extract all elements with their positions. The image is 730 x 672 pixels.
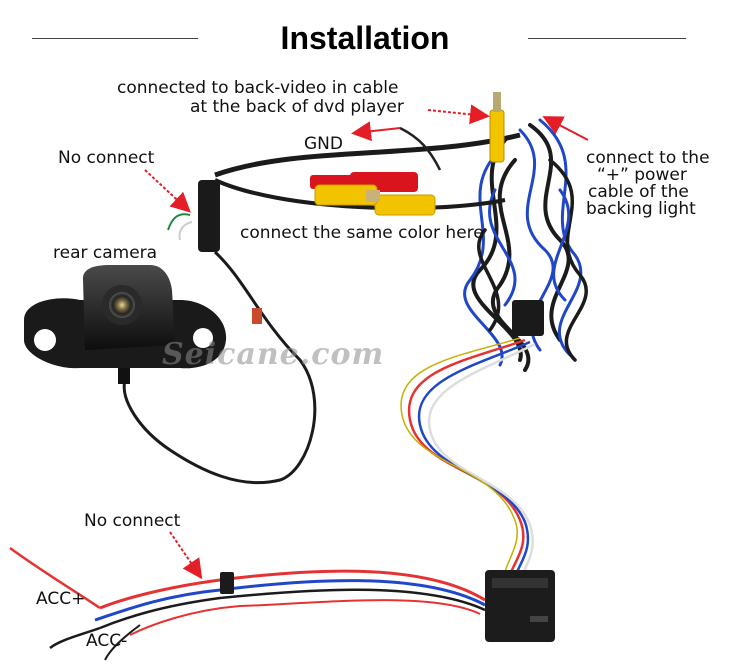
label-power-line2: “+” power — [597, 165, 687, 185]
annotation-arrows — [144, 104, 589, 580]
acc-fuse-holder — [220, 572, 234, 594]
label-acc-minus: ACC- — [86, 631, 128, 651]
mount-hole-left — [34, 329, 56, 351]
camera-cable-sleeve — [252, 308, 262, 324]
rca-pair — [310, 172, 436, 216]
control-wire-bundle — [400, 337, 536, 576]
arrow-gnd — [351, 121, 401, 142]
main-harness-cable — [214, 132, 521, 178]
rca-tip-vertical — [493, 92, 501, 112]
label-power-line3: cable of the — [588, 182, 689, 202]
control-box — [485, 570, 555, 642]
arrow-no-connect-top — [144, 169, 191, 213]
label-gnd: GND — [304, 134, 343, 154]
harness-cable-lower — [214, 178, 506, 211]
camera-lens — [109, 292, 135, 318]
label-same-color: connect the same color here — [240, 223, 484, 243]
plug-metal-joint — [366, 190, 380, 202]
label-rear-camera: rear camera — [53, 243, 158, 263]
page-title: Installation — [280, 20, 450, 56]
green-no-connect-wire — [167, 213, 191, 231]
rear-camera — [24, 265, 227, 384]
arrow-no-connect-bottom — [169, 531, 203, 580]
coiled-cable — [463, 118, 588, 372]
camera-stem — [118, 368, 130, 384]
label-acc-plus: ACC+ — [36, 589, 86, 609]
label-power-line1: connect to the — [586, 148, 710, 168]
label-power-line4: backing light — [586, 199, 696, 219]
title-rule-right — [528, 38, 686, 39]
watermark: Seicane.com — [162, 337, 385, 372]
label-no-connect-bottom: No connect — [84, 511, 181, 531]
yellow-rca-vertical — [489, 109, 505, 163]
arrow-back-video — [427, 104, 490, 125]
coil-connector — [512, 300, 544, 336]
camera-harness-connector — [198, 180, 220, 252]
white-no-connect-wire — [178, 221, 193, 241]
camera-cable — [122, 250, 317, 485]
title-rule-left — [32, 38, 198, 39]
yellow-plug-right — [374, 194, 436, 216]
label-no-connect-top: No connect — [58, 148, 155, 168]
arrow-power — [542, 116, 589, 141]
label-back-video-line2: at the back of dvd player — [190, 97, 404, 117]
label-back-video-line1: connected to back-video in cable — [117, 78, 399, 98]
gnd-wire — [399, 126, 442, 171]
acc-wire-bundle — [9, 546, 486, 661]
mount-hole-right — [193, 328, 213, 348]
